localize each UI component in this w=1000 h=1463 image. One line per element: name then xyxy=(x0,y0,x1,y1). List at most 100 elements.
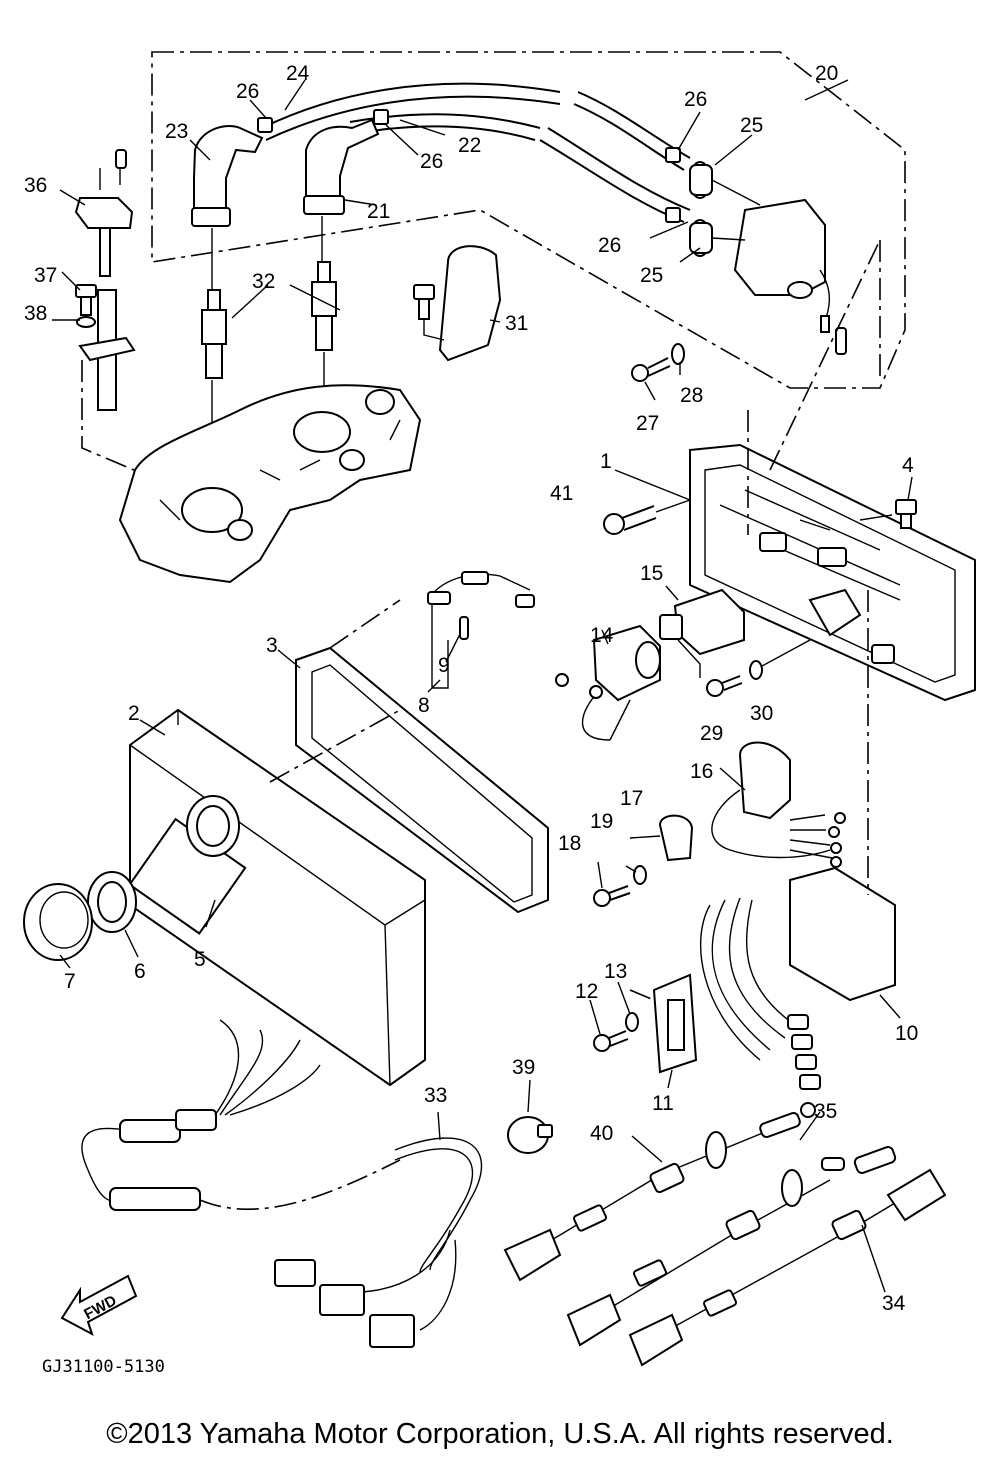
cylinder-head xyxy=(118,384,422,584)
cdi-unit-10 xyxy=(699,866,896,1090)
wire-harness-33 xyxy=(81,1019,483,1348)
part-number-26: 26 xyxy=(236,80,259,103)
cable-40 xyxy=(503,1102,816,1282)
part-number-14: 14 xyxy=(590,624,614,647)
part-number-40: 40 xyxy=(590,1122,613,1145)
bolt-41 xyxy=(603,505,657,535)
clamp-26-b xyxy=(373,109,389,125)
part-number-36: 36 xyxy=(24,174,47,197)
part-number-31: 31 xyxy=(505,312,528,335)
fwd-arrow-icon: FWD xyxy=(60,1274,138,1337)
bracket-31 xyxy=(413,245,502,362)
cable-35 xyxy=(566,1146,897,1347)
part-number-34: 34 xyxy=(882,1292,906,1315)
washer-30 xyxy=(749,660,763,680)
part-number-29: 29 xyxy=(700,722,723,745)
washer-13 xyxy=(625,1012,639,1032)
grommet-25-upper xyxy=(689,161,713,199)
plug-cap-21 xyxy=(303,118,380,215)
part-number-41: 41 xyxy=(550,482,573,505)
part-number-26-b: 26 xyxy=(684,88,707,111)
bolt-4 xyxy=(895,499,917,529)
grommet-25-lower xyxy=(689,219,713,257)
part-number-2: 2 xyxy=(128,702,140,725)
clamp-17 xyxy=(658,814,694,862)
high-tension-cord-24-b xyxy=(265,95,561,141)
junction-box-internals xyxy=(719,489,901,664)
part-number-21: 21 xyxy=(367,200,390,223)
part-number-20: 20 xyxy=(815,62,838,85)
screw-29 xyxy=(706,675,743,697)
part-number-3: 3 xyxy=(266,634,278,657)
part-number-27: 27 xyxy=(636,412,659,435)
group-20-outline xyxy=(151,51,906,389)
high-tension-cord-24 xyxy=(261,82,561,129)
part-number-16: 16 xyxy=(690,760,713,783)
part-number-11: 11 xyxy=(652,1092,674,1115)
part-number-4: 4 xyxy=(902,454,914,477)
part-number-26-c: 26 xyxy=(420,150,443,173)
part-number-22: 22 xyxy=(458,134,481,157)
ignition-coil xyxy=(711,179,847,355)
part-number-26-d: 26 xyxy=(598,234,621,257)
drawing-code: GJ31100-5130 xyxy=(42,1357,165,1377)
leaders-cover xyxy=(269,599,401,783)
spark-plug-32-right xyxy=(311,261,337,351)
high-tension-cord-22-b xyxy=(351,125,536,141)
leaders-right xyxy=(629,239,881,1001)
cap-7 xyxy=(23,883,93,961)
relay-14 xyxy=(555,624,661,741)
screw-18 xyxy=(593,885,631,907)
part-number-33: 33 xyxy=(424,1084,447,1107)
part-number-17: 17 xyxy=(620,787,643,810)
clamp-26-a xyxy=(257,117,273,133)
gasket-1 xyxy=(689,443,976,702)
part-number-6: 6 xyxy=(134,960,146,983)
part-number-18: 18 xyxy=(558,832,581,855)
switch-15 xyxy=(659,588,745,678)
lead-8-9 xyxy=(427,571,535,689)
part-number-38: 38 xyxy=(24,302,47,325)
part-number-37: 37 xyxy=(34,264,57,287)
packing-6 xyxy=(87,871,137,933)
sensor-body xyxy=(78,289,136,411)
washer-19 xyxy=(633,865,647,885)
part-number-28: 28 xyxy=(680,384,703,407)
screw-12 xyxy=(593,1030,629,1052)
part-number-35: 35 xyxy=(814,1100,837,1123)
thermo-sensor-36 xyxy=(74,149,134,277)
copyright-notice: ©2013 Yamaha Motor Corporation, U.S.A. A… xyxy=(106,1418,894,1450)
leader-29-30 xyxy=(761,639,811,667)
part-number-32: 32 xyxy=(252,270,275,293)
bolt-37 xyxy=(75,284,97,316)
plug-cap-23 xyxy=(191,125,264,227)
part-number-24: 24 xyxy=(286,62,310,85)
clamp-39 xyxy=(507,1116,553,1154)
part-number-15: 15 xyxy=(640,562,663,585)
part-number-8: 8 xyxy=(418,694,430,717)
part-number-7: 7 xyxy=(64,970,76,993)
part-number-13: 13 xyxy=(604,960,627,983)
part-number-10: 10 xyxy=(895,1022,918,1045)
clamp-26-d xyxy=(665,207,681,223)
sensor-16 xyxy=(711,741,846,868)
part-number-19: 19 xyxy=(590,810,613,833)
part-number-39: 39 xyxy=(512,1056,535,1079)
cord-continuation-lower-b xyxy=(539,139,685,223)
screw-27 xyxy=(631,357,671,382)
washer-38 xyxy=(76,316,96,328)
cover-2 xyxy=(128,708,426,1087)
part-number-25: 25 xyxy=(740,114,763,137)
bracket-11 xyxy=(652,973,698,1074)
part-number-23: 23 xyxy=(165,120,188,143)
cable-34 xyxy=(628,1168,947,1367)
callout-leaders xyxy=(52,79,913,1293)
part-number-9: 9 xyxy=(438,654,450,677)
clamp-26-c xyxy=(665,147,681,163)
spark-plug-32-left xyxy=(201,289,227,379)
part-number-5: 5 xyxy=(194,948,206,971)
part-number-30: 30 xyxy=(750,702,773,725)
part-number-12: 12 xyxy=(575,980,598,1003)
cord-continuation-lower xyxy=(547,127,691,211)
